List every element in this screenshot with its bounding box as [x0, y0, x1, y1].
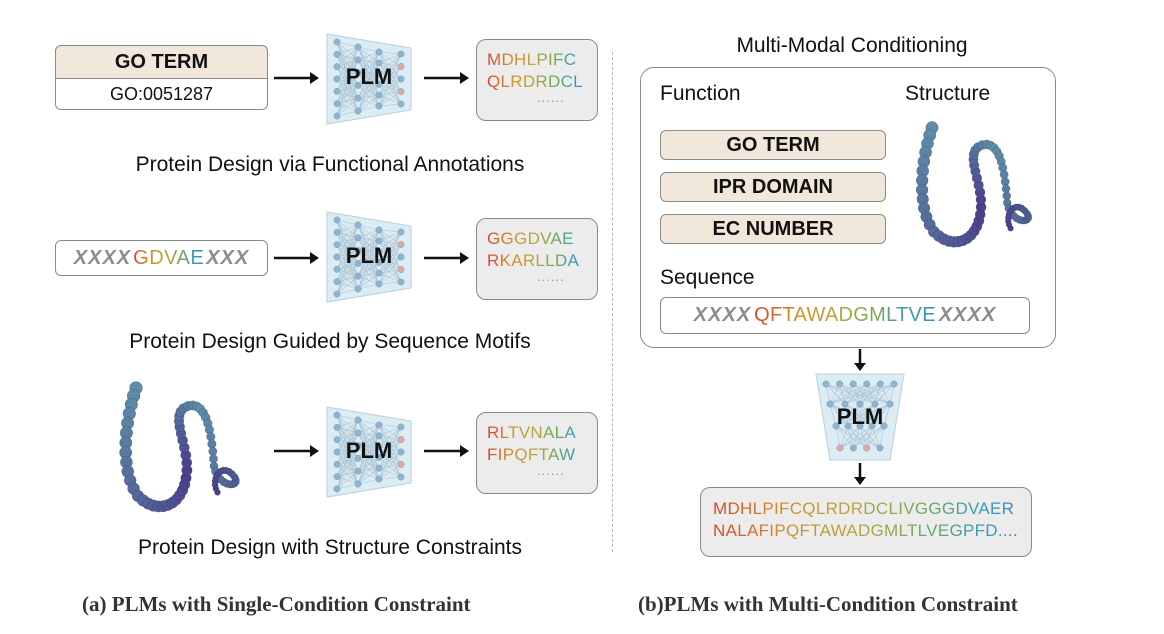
function-item-ipr-domain: IPR DOMAIN [660, 172, 886, 202]
plm-model-icon [326, 211, 412, 303]
sequence-prefix: XXXX [693, 304, 752, 326]
plm-model-icon [326, 33, 412, 125]
output-line: GGGDVAE [487, 228, 587, 250]
arrow-down-icon [854, 349, 866, 371]
motif-core: GDVAE [133, 246, 205, 269]
go-term-value: GO:0051287 [109, 83, 214, 104]
go-term-header: GO TERM [114, 50, 209, 73]
caption-functional-annotations: Protein Design via Functional Annotation… [135, 153, 525, 176]
output-sequence-box: RLTVNALA FIPQFTAW ...... [476, 412, 598, 494]
plm-label: PLM [345, 243, 393, 268]
motif-input-box: XXXX GDVAE XXX [55, 240, 268, 276]
go-term-value-box: GO:0051287 [55, 78, 268, 110]
motif-prefix: XXXX [73, 246, 132, 269]
function-label: Function [660, 82, 741, 105]
subtitle-multi-condition: (b)PLMs with Multi-Condition Constraint [638, 592, 1018, 616]
panel-divider [612, 52, 613, 552]
plm-label: PLM [345, 438, 393, 463]
function-item-ec-number: EC NUMBER [660, 214, 886, 244]
subtitle-single-condition: (a) PLMs with Single-Condition Constrain… [82, 592, 471, 616]
output-line: RLTVNALA [487, 422, 587, 444]
sequence-label: Sequence [660, 266, 755, 289]
structure-label: Structure [905, 82, 991, 105]
motif-suffix: XXX [206, 246, 250, 269]
plm-model-icon [815, 373, 905, 461]
protein-structure-icon [915, 121, 1032, 248]
arrow-icon [274, 252, 319, 264]
go-term-header-box: GO TERM [55, 45, 268, 79]
arrow-icon [424, 72, 469, 84]
caption-structure-constraints: Protein Design with Structure Constraint… [138, 536, 522, 559]
caption-sequence-motifs: Protein Design Guided by Sequence Motifs [129, 330, 531, 353]
output-sequence-box: MDHLPIFC QLRDRDCL ...... [476, 39, 598, 121]
protein-structure-icon [119, 381, 240, 513]
final-output-sequence-box: MDHLPIFCQLRDRDCLIVGGGDVAER NALAFIPQFTAWA… [700, 487, 1032, 557]
function-item-go-term: GO TERM [660, 130, 886, 160]
arrow-icon [274, 445, 319, 457]
sequence-input-box: XXXX QFTAWADGMLTVE XXXX [660, 297, 1030, 334]
output-line: QLRDRDCL [487, 71, 587, 93]
output-line: MDHLPIFC [487, 49, 587, 71]
plm-model-icon [326, 406, 412, 498]
output-ellipsis: ...... [487, 464, 587, 477]
arrow-icon [424, 445, 469, 457]
output-line: FIPQFTAW [487, 444, 587, 466]
arrow-icon [424, 252, 469, 264]
output-sequence-box: GGGDVAE RKARLLDA ...... [476, 218, 598, 300]
arrow-icon [274, 72, 319, 84]
plm-label: PLM [345, 64, 393, 89]
sequence-suffix: XXXX [938, 304, 997, 326]
output-line: RKARLLDA [487, 250, 587, 272]
sequence-core: QFTAWADGMLTVE [754, 304, 936, 326]
output-line: MDHLPIFCQLRDRDCLIVGGGDVAER [713, 498, 1019, 520]
output-ellipsis: ...... [487, 270, 587, 283]
arrow-down-icon [854, 463, 866, 485]
plm-label: PLM [836, 404, 884, 429]
output-line: NALAFIPQFTAWADGMLTLVEGPFD...... [713, 521, 1029, 540]
output-ellipsis: ...... [487, 91, 587, 104]
multimodal-title: Multi-Modal Conditioning [736, 34, 968, 57]
